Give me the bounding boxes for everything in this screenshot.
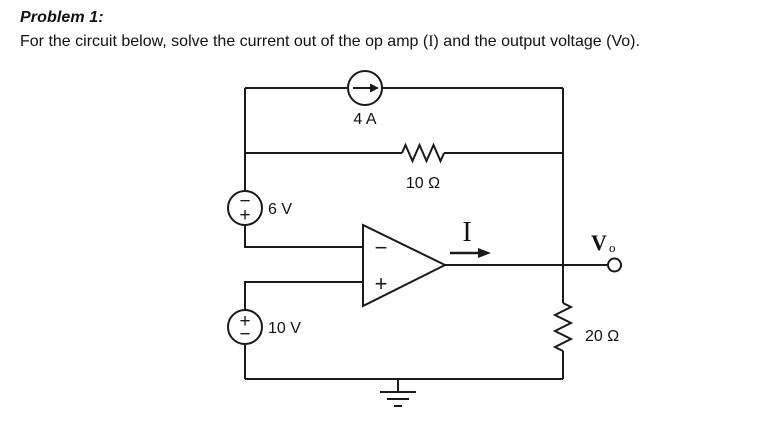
voltage-source-10v-label: 10 V (268, 320, 301, 337)
feedback-resistor: 10 Ω (401, 142, 445, 192)
voltage-source-6v-circle (227, 190, 263, 226)
current-source: 4 A (347, 70, 383, 128)
current-source-label: 4 A (353, 111, 376, 128)
voltage-source-6v-minus-sign: − (239, 191, 250, 212)
feedback-resistor-zigzag (401, 142, 445, 164)
statement-part2: ) and the output voltage ( (433, 33, 612, 50)
load-resistor-label: 20 Ω (585, 328, 619, 345)
statement-current-symbol: I (428, 33, 434, 50)
output-terminal: V o (591, 230, 622, 273)
output-current-arrow-head-icon (478, 248, 491, 258)
load-resistor-zigzag (552, 302, 574, 352)
statement-part3: ). (630, 33, 640, 50)
op-amp: − + (362, 223, 448, 308)
current-source-arrow-head-icon (370, 83, 379, 93)
voltage-source-10v-plus-sign: + (239, 311, 250, 332)
op-amp-inverting-input-sign: − (375, 235, 388, 260)
voltage-source-10v-circle (227, 309, 263, 345)
output-terminal-node (607, 257, 622, 273)
problem-title: Problem 1: (20, 9, 104, 26)
problem-statement: For the circuit below, solve the current… (20, 33, 640, 51)
wire-6v-to-inverting-input (244, 225, 363, 248)
voltage-source-10v-minus-sign: − (239, 324, 250, 345)
op-amp-noninverting-input-sign: + (375, 271, 388, 296)
ground-symbol (380, 379, 416, 407)
load-resistor: 20 Ω (552, 302, 619, 352)
op-amp-triangle (362, 223, 448, 308)
feedback-resistor-label: 10 Ω (406, 175, 440, 192)
voltage-source-6v-label: 6 V (268, 201, 292, 218)
output-voltage-label: V (591, 230, 607, 255)
voltage-source-6v: − + 6 V (227, 190, 292, 226)
wires (244, 87, 608, 380)
statement-vo-symbol: Vo (611, 33, 631, 50)
wire-noninverting-input-to-10v (244, 281, 363, 310)
voltage-source-10v: + − 10 V (227, 309, 301, 345)
voltage-source-6v-plus-sign: + (239, 205, 250, 226)
output-current: I (450, 217, 491, 258)
output-voltage-subscript: o (609, 240, 616, 255)
output-current-label: I (462, 217, 471, 248)
statement-part1: For the circuit below, solve the current… (20, 33, 429, 50)
